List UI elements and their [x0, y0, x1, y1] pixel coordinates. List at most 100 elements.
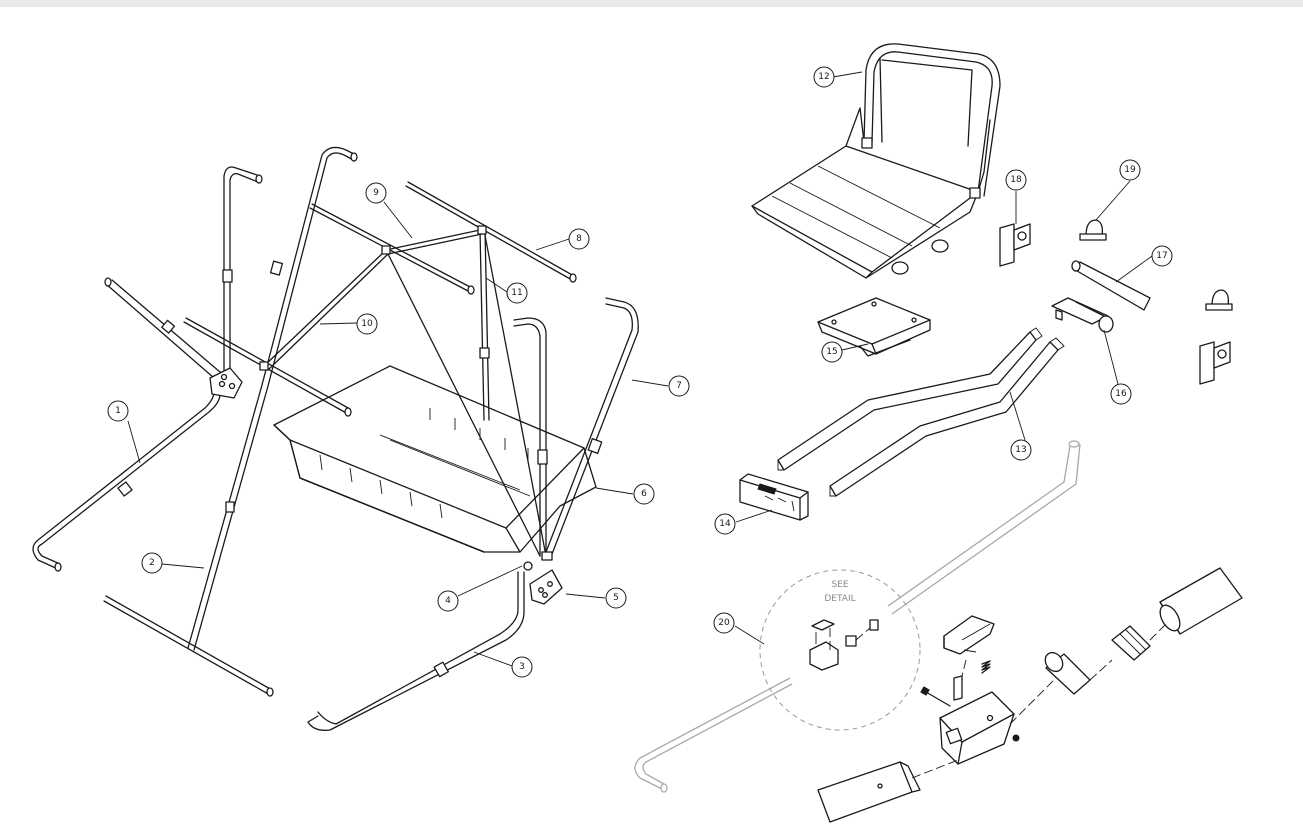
- callout-7: 7: [668, 375, 690, 397]
- callout-12: 12: [813, 66, 835, 88]
- callout-number: 13: [1015, 445, 1026, 455]
- callout-number: 5: [613, 593, 619, 603]
- callout-circle: [714, 513, 736, 535]
- part-mount-plate-2: [1199, 341, 1231, 385]
- callout-circle: [1010, 439, 1032, 461]
- part-rear-upright: [513, 317, 548, 557]
- callout-circle: [141, 552, 163, 574]
- part-runner-left: [32, 389, 221, 572]
- detail-label-line2: DETAIL: [824, 594, 855, 604]
- callout-number: 4: [445, 596, 451, 606]
- callout-number: 20: [718, 618, 730, 628]
- detail-label-line1: SEE: [831, 580, 848, 590]
- part-sled-tub: [273, 365, 597, 553]
- callout-circle: [821, 341, 843, 363]
- callout-14: 14: [714, 513, 736, 535]
- top-strip: [0, 0, 1303, 7]
- callout-circle: [511, 656, 533, 678]
- callout-18: 18: [1005, 169, 1027, 191]
- part-cross-tube: [1071, 260, 1151, 311]
- callout-circle: [1151, 245, 1173, 267]
- callout-circle: [568, 228, 590, 250]
- callout-number: 16: [1115, 389, 1127, 399]
- callout-number: 6: [641, 489, 647, 499]
- callout-number: 9: [373, 188, 379, 198]
- part-sleeve: [1044, 651, 1091, 695]
- part-runner-right: [307, 571, 525, 731]
- part-long-tube: [103, 146, 358, 697]
- callout-19: 19: [1119, 159, 1141, 181]
- callout-circle: [1119, 159, 1141, 181]
- callout-circle: [668, 375, 690, 397]
- callout-5: 5: [605, 587, 627, 609]
- callout-circle: [365, 182, 387, 204]
- callout-number: 19: [1124, 165, 1136, 175]
- assembly-axis-line: [1009, 679, 1055, 725]
- callout-circle: [1110, 383, 1132, 405]
- callout-number: 15: [826, 347, 837, 357]
- part-front-upright: [222, 166, 263, 377]
- callout-4: 4: [437, 590, 459, 612]
- callout-circle: [633, 483, 655, 505]
- part-hinge-bracket: [529, 551, 563, 605]
- callout-circle: [107, 400, 129, 422]
- callout-number: 3: [519, 662, 525, 672]
- callout-number: 12: [818, 72, 829, 82]
- part-connector: [1111, 625, 1151, 661]
- part-left-cross-arm: [104, 277, 235, 381]
- part-end-cap: [523, 561, 533, 571]
- callout-circle: [356, 313, 378, 335]
- callout-circle: [1005, 169, 1027, 191]
- part-seat-bracket: [817, 297, 931, 357]
- assembly-axis-line: [1089, 659, 1113, 681]
- callout-circle: [813, 66, 835, 88]
- callout-number: 17: [1156, 251, 1167, 261]
- part-hitch-bracket: [1051, 297, 1114, 333]
- assembly-axis-line: [1149, 623, 1167, 641]
- part-seat: [751, 43, 1001, 279]
- callout-13: 13: [1010, 439, 1032, 461]
- callout-circle: [713, 612, 735, 634]
- leader-lines: [127, 71, 1153, 667]
- callout-2: 2: [141, 552, 163, 574]
- part-square-tube: [1159, 567, 1243, 635]
- callout-number: 1: [115, 406, 121, 416]
- part-frame-rails: [777, 327, 1065, 497]
- callout-number: 10: [361, 319, 373, 329]
- part-side-tube: [545, 297, 639, 555]
- callout-15: 15: [821, 341, 843, 363]
- assembly-axis-line: [911, 759, 959, 779]
- callout-circle: [605, 587, 627, 609]
- callout-8: 8: [568, 228, 590, 250]
- part-tow-handle: [634, 440, 1081, 793]
- callout-9: 9: [365, 182, 387, 204]
- callout-number: 7: [676, 381, 682, 391]
- part-hinge-bracket-left: [209, 367, 243, 399]
- callout-10: 10: [356, 313, 378, 335]
- callout-1: 1: [107, 400, 129, 422]
- part-u-clamp-2: [1205, 289, 1233, 311]
- part-bolt: [920, 686, 1020, 742]
- callout-number: 8: [576, 234, 582, 244]
- callout-6: 6: [633, 483, 655, 505]
- part-mount-plate: [999, 223, 1031, 267]
- part-diagonal-bar: [183, 181, 577, 557]
- detail-region: SEE DETAIL: [759, 569, 921, 731]
- part-pin: [953, 649, 977, 701]
- callout-number: 11: [511, 288, 522, 298]
- part-lower-tube: [817, 761, 921, 823]
- assembly-axis-line: [961, 659, 967, 677]
- assembly-axis-line: [855, 627, 871, 641]
- part-u-clamp: [1079, 219, 1107, 241]
- callout-number: 18: [1010, 175, 1022, 185]
- callout-number: 14: [719, 519, 731, 529]
- part-handle-housing: [939, 691, 1015, 765]
- callout-11: 11: [506, 282, 528, 304]
- callout-3: 3: [511, 656, 533, 678]
- callout-circle: [506, 282, 528, 304]
- callout-20: 20: [713, 612, 735, 634]
- part-spring: [981, 660, 991, 674]
- part-handle-lever: [943, 615, 995, 655]
